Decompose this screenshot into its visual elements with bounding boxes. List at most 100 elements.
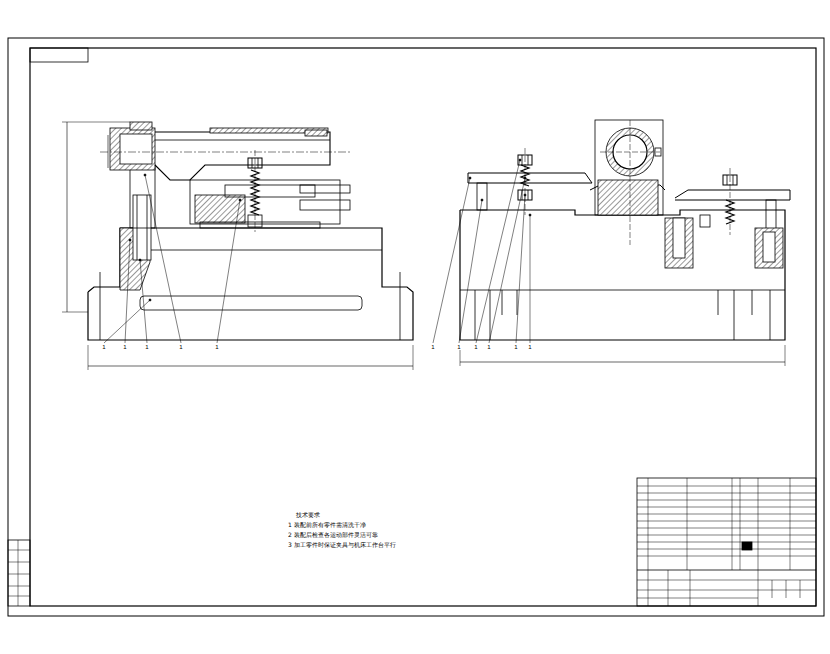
leader-dot <box>139 259 141 261</box>
pin-cap <box>130 122 152 130</box>
code-box <box>30 48 88 62</box>
table-rule <box>637 549 816 550</box>
drawing-line <box>718 290 719 315</box>
clamp-arm <box>675 190 790 200</box>
center-line <box>100 152 350 153</box>
leader-line <box>433 178 470 343</box>
table-rule <box>637 598 758 599</box>
clamp-jaw <box>300 185 350 193</box>
callout-number: 1 <box>456 344 461 350</box>
table-rule <box>668 570 669 606</box>
dimension-line <box>460 362 785 363</box>
drawing-line <box>62 312 88 313</box>
tapped-hole-section <box>665 218 693 268</box>
table-rule <box>8 550 30 551</box>
drawing-line <box>252 158 253 168</box>
table-rule <box>637 521 816 522</box>
clamp-jaw <box>300 200 350 210</box>
drawing-line <box>752 290 753 315</box>
clamp-base <box>200 222 320 228</box>
locating-pin <box>133 195 151 260</box>
table-rule <box>637 500 816 501</box>
callout-number: 1 <box>178 344 183 350</box>
callout-number: 1 <box>527 344 532 350</box>
support-pin <box>477 183 487 210</box>
workpiece-arm <box>155 132 330 180</box>
table-rule <box>648 570 649 606</box>
drawing-line <box>522 155 523 165</box>
drawing-line <box>528 155 529 165</box>
leader-dot <box>529 214 531 216</box>
table-rule <box>790 478 791 570</box>
tapped-hole-section <box>755 228 783 268</box>
drawing-line <box>258 158 259 168</box>
callout-number: 1 <box>513 344 518 350</box>
leader-dot <box>469 177 471 179</box>
pin-head-inner <box>120 134 152 164</box>
leader-line <box>217 200 240 343</box>
callout-number: 1 <box>101 344 106 350</box>
leader-dot <box>481 199 483 201</box>
technical-note: 2 装配后检查各运动部件灵活可靠 <box>288 532 378 538</box>
table-rule <box>637 580 758 581</box>
table-rule <box>740 478 741 570</box>
table-rule <box>758 478 759 570</box>
leader-line <box>516 195 525 343</box>
table-rule <box>637 486 816 487</box>
callout-number: 1 <box>473 344 478 350</box>
leader-dot <box>519 159 521 161</box>
drawing-line <box>785 345 786 366</box>
leader-dot <box>239 199 241 201</box>
center-line <box>730 168 731 235</box>
table-rule <box>648 478 649 570</box>
table-rule <box>637 590 758 591</box>
leader-line <box>125 240 130 343</box>
table-rule <box>637 535 816 536</box>
bolt <box>763 232 775 262</box>
clamp-arm <box>468 173 592 183</box>
support-pin <box>766 200 776 230</box>
drawing-line <box>758 590 816 591</box>
drawing-line <box>770 290 771 340</box>
set-screw <box>655 148 661 156</box>
center-line <box>255 150 256 232</box>
leader-line <box>489 178 525 343</box>
dimension-line <box>88 366 413 367</box>
callout-number: 1 <box>144 344 149 350</box>
drawing-line <box>517 290 518 315</box>
callout-number: 1 <box>214 344 219 350</box>
drawing-line <box>502 290 503 315</box>
leader-line <box>145 175 181 343</box>
table-rule <box>758 570 759 606</box>
drawing-line <box>490 290 491 340</box>
table-rule <box>637 528 816 529</box>
table-rule <box>637 493 816 494</box>
table-rule <box>8 574 30 575</box>
bearing-tower <box>595 120 663 215</box>
drawing-line <box>637 570 816 571</box>
drawing-line <box>88 345 89 370</box>
center-line <box>630 120 631 245</box>
drawing-line <box>413 345 414 370</box>
drawing-line <box>758 580 816 581</box>
table-rule <box>690 570 691 606</box>
table-rule <box>637 556 816 557</box>
clamp-plate <box>225 185 315 197</box>
leader-dot <box>524 177 526 179</box>
callout-number: 1 <box>430 344 435 350</box>
fixture-base <box>460 210 785 340</box>
leader-line <box>459 200 482 343</box>
pin-head <box>110 128 155 170</box>
drawing-line <box>733 175 734 185</box>
dimension-line <box>67 122 68 312</box>
drawing-line <box>62 122 130 123</box>
table-rule <box>637 514 816 515</box>
leader-dot <box>144 174 146 176</box>
leader-dot <box>524 194 526 196</box>
drawing-line <box>147 195 148 260</box>
drawing-line <box>120 250 382 251</box>
drawing-line <box>727 175 728 185</box>
stamp-table <box>8 540 30 606</box>
